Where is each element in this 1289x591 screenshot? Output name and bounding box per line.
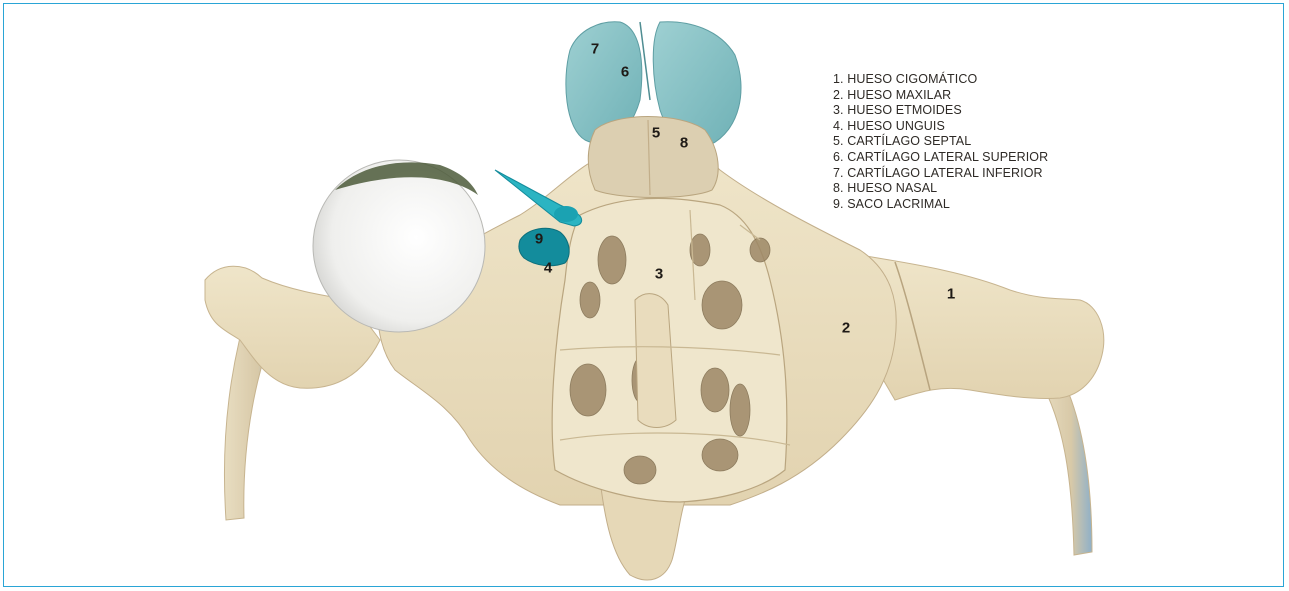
lacrimal-junction: [554, 206, 578, 222]
marker-1: 1: [947, 286, 955, 303]
legend-item-lacrimal-sac: 9. SACO LACRIMAL: [833, 197, 1048, 213]
right-zygomatic-wing: [860, 255, 1104, 400]
eyeball: [313, 160, 485, 332]
marker-3: 3: [655, 266, 663, 283]
legend-item-maxillary: 2. HUESO MAXILAR: [833, 88, 1048, 104]
marker-9: 9: [535, 231, 543, 248]
anatomy-legend: 1. HUESO CIGOMÁTICO 2. HUESO MAXILAR 3. …: [833, 72, 1048, 212]
legend-item-lacrimal-bone: 4. HUESO UNGUIS: [833, 119, 1048, 135]
marker-7: 7: [591, 41, 599, 58]
marker-8: 8: [680, 135, 688, 152]
legend-item-lower-lateral-cartilage: 7. CARTÍLAGO LATERAL INFERIOR: [833, 166, 1048, 182]
marker-4: 4: [544, 260, 552, 277]
legend-item-upper-lateral-cartilage: 6. CARTÍLAGO LATERAL SUPERIOR: [833, 150, 1048, 166]
marker-5: 5: [652, 125, 660, 142]
legend-item-zygomatic: 1. HUESO CIGOMÁTICO: [833, 72, 1048, 88]
marker-2: 2: [842, 320, 850, 337]
legend-item-ethmoid: 3. HUESO ETMOIDES: [833, 103, 1048, 119]
legend-item-nasal-bone: 8. HUESO NASAL: [833, 181, 1048, 197]
legend-item-septal-cartilage: 5. CARTÍLAGO SEPTAL: [833, 134, 1048, 150]
marker-6: 6: [621, 64, 629, 81]
